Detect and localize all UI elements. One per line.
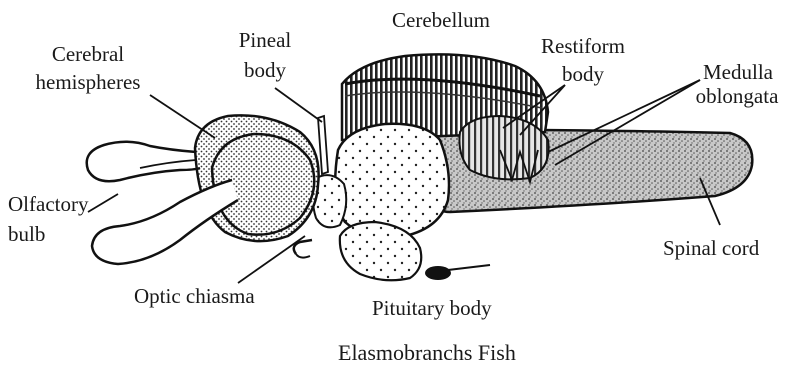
label-restiform-body: body: [533, 62, 633, 86]
label-cerebellum: Cerebellum: [392, 8, 490, 32]
pituitary-body-shape: [425, 266, 451, 280]
label-cerebral: Cerebral: [28, 42, 148, 66]
label-pineal-body: body: [220, 58, 310, 82]
restiform-body-shape: [459, 116, 548, 179]
label-pineal: Pineal: [220, 28, 310, 52]
optic-chiasma-leader: [238, 236, 305, 283]
olfactory-bulb-leader: [88, 194, 118, 212]
label-oblongata: oblongata: [682, 84, 792, 108]
label-pituitary-body: Pituitary body: [372, 296, 492, 320]
diagram-caption: Elasmobranchs Fish: [338, 340, 516, 366]
pineal-body-leader: [275, 88, 322, 122]
label-restiform: Restiform: [533, 34, 633, 58]
label-medulla: Medulla: [688, 60, 788, 84]
label-hemispheres: hemispheres: [24, 70, 152, 94]
pineal-body-shape: [318, 116, 328, 174]
optic-lobe-shape: [335, 124, 449, 237]
label-olfactory: Olfactory: [8, 192, 88, 216]
label-bulb: bulb: [8, 222, 45, 246]
cerebral-hemispheres-leader: [150, 95, 215, 138]
label-spinal-cord: Spinal cord: [663, 236, 759, 260]
label-optic-chiasma: Optic chiasma: [134, 284, 255, 308]
